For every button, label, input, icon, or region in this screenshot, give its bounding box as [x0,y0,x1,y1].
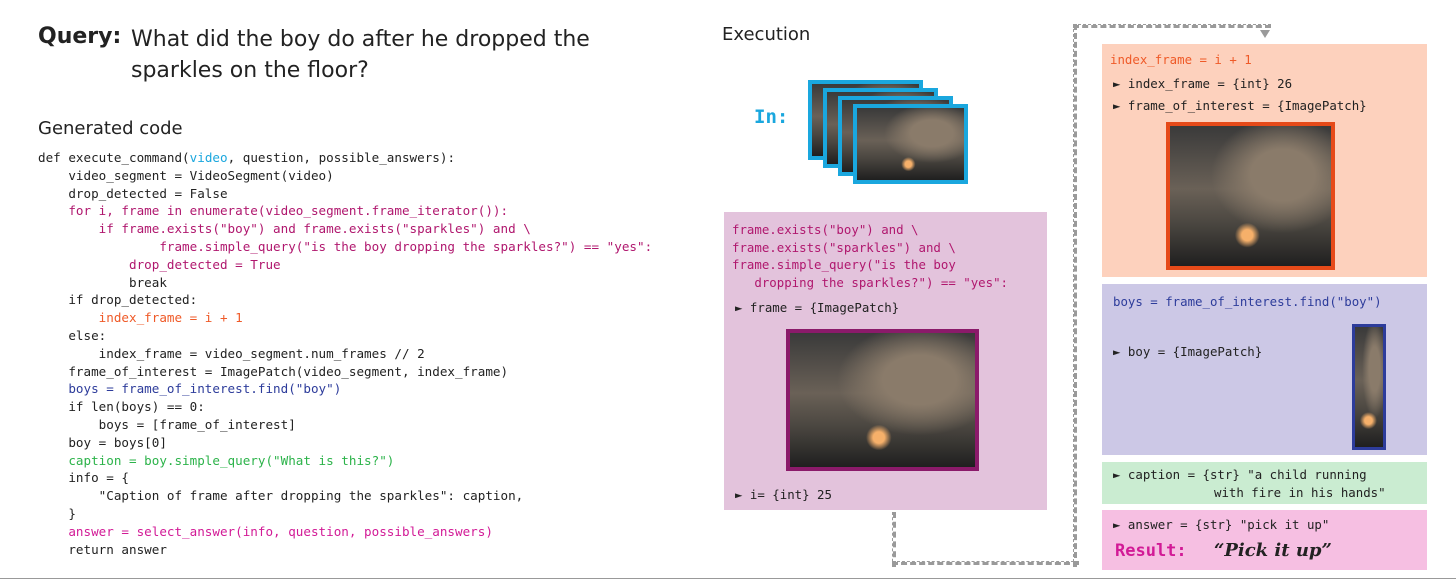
bottom-divider [0,578,1456,579]
code-line: frame.simple_query("is the boy dropping … [38,238,652,256]
code-token: video [189,150,228,165]
query-label: Query: [38,24,122,49]
code-line: frame_of_interest = ImagePatch(video_seg… [38,363,652,381]
caption-line-2: with fire in his hands" [1214,485,1386,500]
generated-code-title: Generated code [38,118,183,139]
code-token: return answer [38,541,167,557]
boy-variable: ► boy = {ImagePatch} [1113,344,1263,359]
loop-condition-panel: frame.exists("boy") and \ frame.exists("… [724,212,1047,510]
query-line-1: What did the boy do after he dropped the [131,27,590,52]
condition-line-4: dropping the sparkles?") == "yes": [732,274,1009,290]
code-line: break [38,274,652,292]
code-block: def execute_command(video, question, pos… [38,149,652,558]
condition-line-2: frame.exists("sparkles") and \ [732,239,956,255]
code-line: drop_detected = True [38,256,652,274]
code-line: else: [38,327,652,345]
find-boy-panel: boys = frame_of_interest.find("boy") ► b… [1102,284,1427,455]
code-line: def execute_command(video, question, pos… [38,149,652,167]
code-line: if len(boys) == 0: [38,398,652,416]
code-line: index_frame = i + 1 [38,309,652,327]
execution-title: Execution [722,24,811,45]
code-token: answer = select_answer(info, question, p… [38,523,493,539]
code-token: frame.simple_query("is the boy dropping … [38,238,653,254]
code-line: info = { [38,469,652,487]
code-token: index_frame = i + 1 [38,310,243,326]
code-line: return answer [38,541,652,559]
code-line: boys = frame_of_interest.find("boy") [38,380,652,398]
index-frame-panel: index_frame = i + 1 ► index_frame = {int… [1102,44,1427,277]
code-line: index_frame = video_segment.num_frames /… [38,345,652,363]
code-token: drop_detected = True [38,256,281,272]
index-frame-code: index_frame = i + 1 [1110,52,1252,67]
result-value: “Pick it up” [1214,540,1332,561]
code-token: caption = boy.simple_query("What is this… [38,452,395,468]
code-token: "Caption of frame after dropping the spa… [38,488,524,504]
code-token: boys = [frame_of_interest] [38,416,296,432]
query-line-2: sparkles on the floor? [131,58,369,83]
code-line: video_segment = VideoSegment(video) [38,167,652,185]
boy-crop-image [1352,324,1386,450]
caption-panel: ► caption = {str} "a child running with … [1102,462,1427,504]
code-token: } [38,505,76,521]
find-boy-code: boys = frame_of_interest.find("boy") [1113,294,1382,309]
code-line: } [38,505,652,523]
code-line: boy = boys[0] [38,434,652,452]
code-line: "Caption of frame after dropping the spa… [38,487,652,505]
code-line: caption = boy.simple_query("What is this… [38,452,652,470]
index-frame-variable: ► index_frame = {int} 26 [1113,76,1293,91]
code-token: if frame.exists("boy") and frame.exists(… [38,221,531,237]
i-variable: ► i= {int} 25 [735,487,832,502]
code-token: if drop_detected: [38,292,198,308]
connector-down [892,512,896,567]
code-token: drop_detected = False [38,185,228,201]
dashed-arrow-icon [1260,30,1270,38]
code-token: info = { [38,470,129,486]
code-line: drop_detected = False [38,185,652,203]
caption-line-1: ► caption = {str} "a child running [1113,467,1367,482]
code-token: index_frame = video_segment.num_frames /… [38,345,425,361]
condition-line-1: frame.exists("boy") and \ [732,222,919,237]
code-token: boy = boys[0] [38,434,167,450]
input-label: In: [754,106,789,128]
code-line: for i, frame in enumerate(video_segment.… [38,202,652,220]
code-token: else: [38,327,107,343]
code-token: boys = frame_of_interest.find("boy") [38,381,342,397]
frame-variable: ► frame = {ImagePatch} [735,300,900,315]
result-label: Result: [1115,541,1187,561]
code-token: , question, possible_answers): [227,150,456,165]
frame-of-interest-image [1166,122,1335,270]
code-token: def execute_command( [38,150,190,165]
query-text: What did the boy do after he dropped the… [131,24,651,86]
loop-condition-code: frame.exists("boy") and \ frame.exists("… [732,221,1008,291]
code-line: answer = select_answer(info, question, p… [38,523,652,541]
frame-of-interest-variable: ► frame_of_interest = {ImagePatch} [1113,98,1367,113]
connector-top [1073,24,1271,28]
frame-image [786,329,979,471]
connector-bottom [892,561,1079,565]
code-line: boys = [frame_of_interest] [38,416,652,434]
answer-panel: ► answer = {str} "pick it up" Result: “P… [1102,510,1427,570]
video-frame-4 [853,104,968,184]
code-token: video_segment = VideoSegment(video) [38,167,334,183]
connector-up [1073,24,1077,567]
code-token: for i, frame in enumerate(video_segment.… [38,203,509,219]
answer-variable: ► answer = {str} "pick it up" [1113,517,1330,532]
code-token: break [38,274,167,290]
code-token: if len(boys) == 0: [38,399,205,415]
code-line: if frame.exists("boy") and frame.exists(… [38,220,652,238]
code-token: frame_of_interest = ImagePatch(video_seg… [38,363,509,379]
code-line: if drop_detected: [38,291,652,309]
condition-line-3: frame.simple_query("is the boy [732,257,956,272]
